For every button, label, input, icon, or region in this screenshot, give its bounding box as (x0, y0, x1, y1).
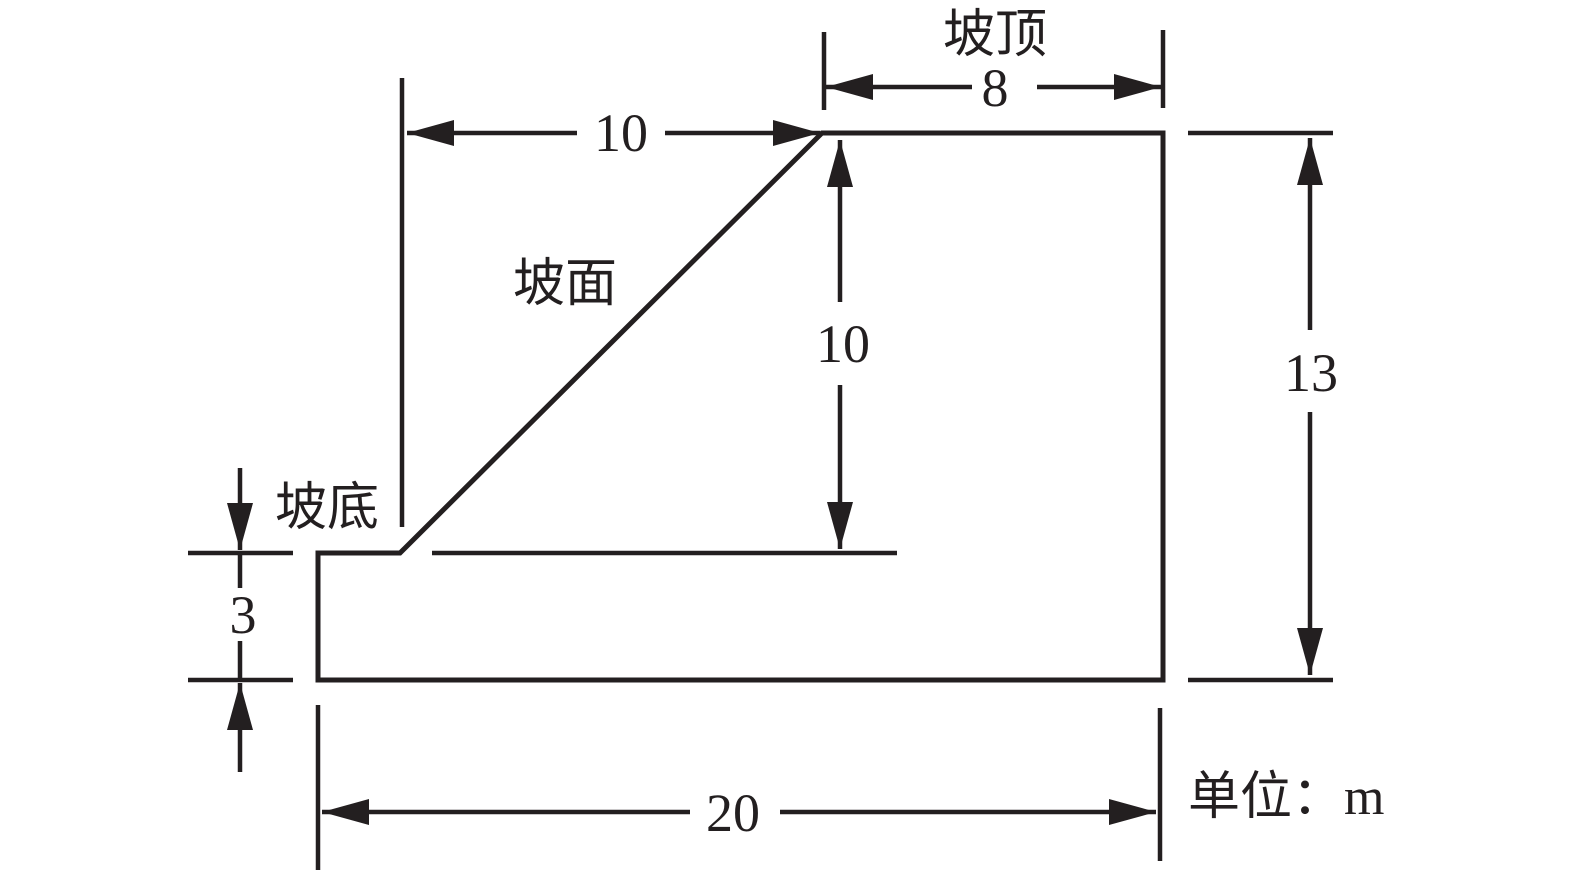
dim-10v-value: 10 (816, 314, 870, 374)
dim-8-value: 8 (982, 58, 1009, 118)
dim-20-value: 20 (706, 783, 760, 843)
label-slope-foot: 坡底 (275, 480, 379, 537)
label-slope-face: 坡面 (513, 256, 617, 313)
unit-note: 单位：m (1188, 769, 1384, 826)
label-slope-top: 坡顶 (943, 7, 1047, 64)
dim-3-value: 3 (230, 585, 257, 645)
embankment-outline (315, 130, 1166, 683)
dim-13-value: 13 (1284, 343, 1338, 403)
dim-10h-value: 10 (594, 103, 648, 163)
